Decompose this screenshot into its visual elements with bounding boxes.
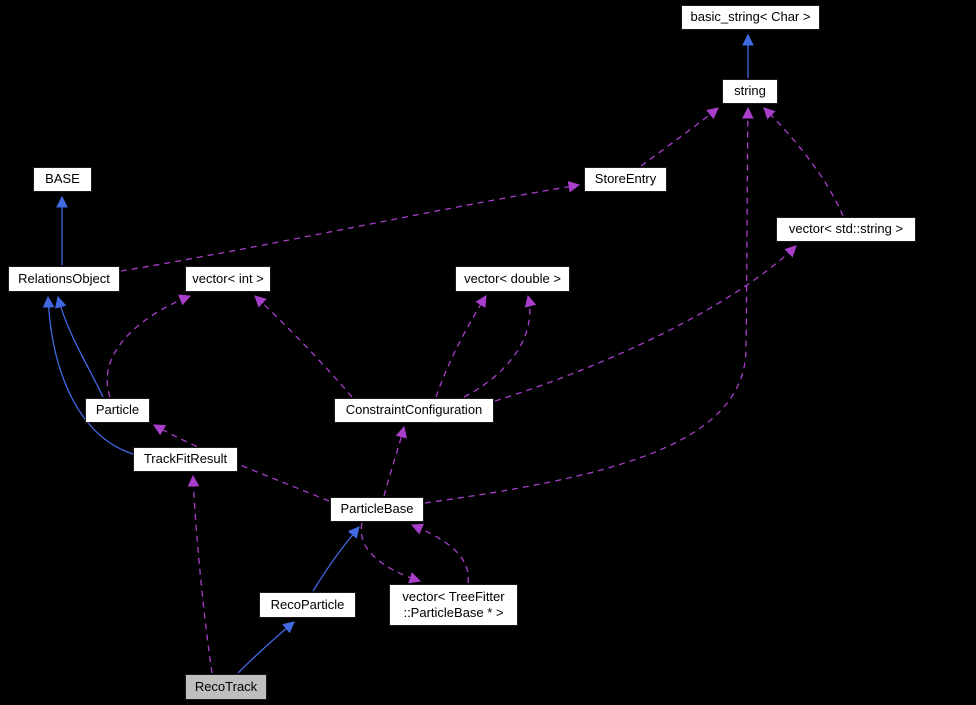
edge-vector-std-string-to-string (763, 107, 844, 217)
edge-recoparticle-to-particlebase (312, 526, 360, 592)
node-basic-string-label: basic_string< Char > (690, 9, 811, 25)
node-particlebase[interactable]: ParticleBase (330, 497, 424, 522)
node-recoparticle[interactable]: RecoParticle (259, 592, 356, 618)
node-string[interactable]: string (722, 79, 778, 104)
edge-recotrack-to-recoparticle (237, 621, 295, 674)
edge-particle-to-relationsobject (55, 295, 104, 398)
edge-storeentry-to-string (640, 107, 719, 167)
edge-trackfitresult-to-relationsobject (42, 295, 134, 455)
node-constraintconfiguration[interactable]: ConstraintConfiguration (334, 398, 494, 423)
edge-constraintconfiguration-to-vector-std-string (494, 245, 797, 402)
node-constraintconfiguration-label: ConstraintConfiguration (345, 402, 483, 418)
node-recoparticle-label: RecoParticle (270, 596, 345, 612)
node-recotrack-current: RecoTrack (185, 674, 267, 700)
node-vector-treefitter-particlebase-line1: vector< TreeFitter (402, 588, 505, 604)
node-particle-label: Particle (95, 402, 140, 418)
edge-relationsobject-to-storeentry (120, 180, 581, 272)
edge-particle-to-vector-int (106, 294, 192, 398)
node-recotrack-label: RecoTrack (194, 678, 258, 694)
node-storeentry[interactable]: StoreEntry (584, 167, 667, 192)
edge-particlebase-to-particle (152, 424, 330, 502)
node-trackfitresult-label: TrackFitResult (143, 451, 228, 467)
node-vector-treefitter-particlebase-line2: ::ParticleBase * > (403, 605, 504, 620)
node-vector-treefitter-particlebase[interactable]: vector< TreeFitter ::ParticleBase * > (389, 584, 518, 626)
node-vector-std-string[interactable]: vector< std::string > (776, 217, 916, 242)
edge-particlebase-to-constraintconfiguration (383, 425, 408, 497)
node-relationsobject-label: RelationsObject (18, 270, 110, 286)
node-vector-int[interactable]: vector< int > (185, 266, 271, 292)
edge-constraintconfiguration-to-vector-int (254, 295, 353, 398)
node-vector-double[interactable]: vector< double > (455, 266, 570, 292)
edge-constraintconfiguration-to-vector-double-2 (463, 294, 537, 398)
node-trackfitresult[interactable]: TrackFitResult (133, 447, 238, 472)
node-base[interactable]: BASE (33, 167, 92, 192)
edge-vector-treefitter-particlebase-to-particlebase (410, 523, 469, 584)
edge-constraintconfiguration-to-vector-double-1 (435, 295, 487, 398)
node-particlebase-label: ParticleBase (340, 501, 414, 517)
node-particle[interactable]: Particle (85, 398, 150, 423)
node-vector-int-label: vector< int > (192, 270, 264, 286)
node-storeentry-label: StoreEntry (594, 171, 657, 187)
node-relationsobject[interactable]: RelationsObject (8, 266, 120, 292)
node-basic-string[interactable]: basic_string< Char > (681, 5, 820, 30)
node-vector-double-label: vector< double > (464, 270, 561, 286)
node-vector-std-string-label: vector< std::string > (788, 221, 904, 237)
edge-particlebase-to-vector-treefitter-particlebase (360, 522, 422, 584)
node-base-label: BASE (45, 171, 80, 187)
node-string-label: string (734, 83, 766, 99)
edge-recotrack-to-trackfitresult (187, 474, 213, 674)
